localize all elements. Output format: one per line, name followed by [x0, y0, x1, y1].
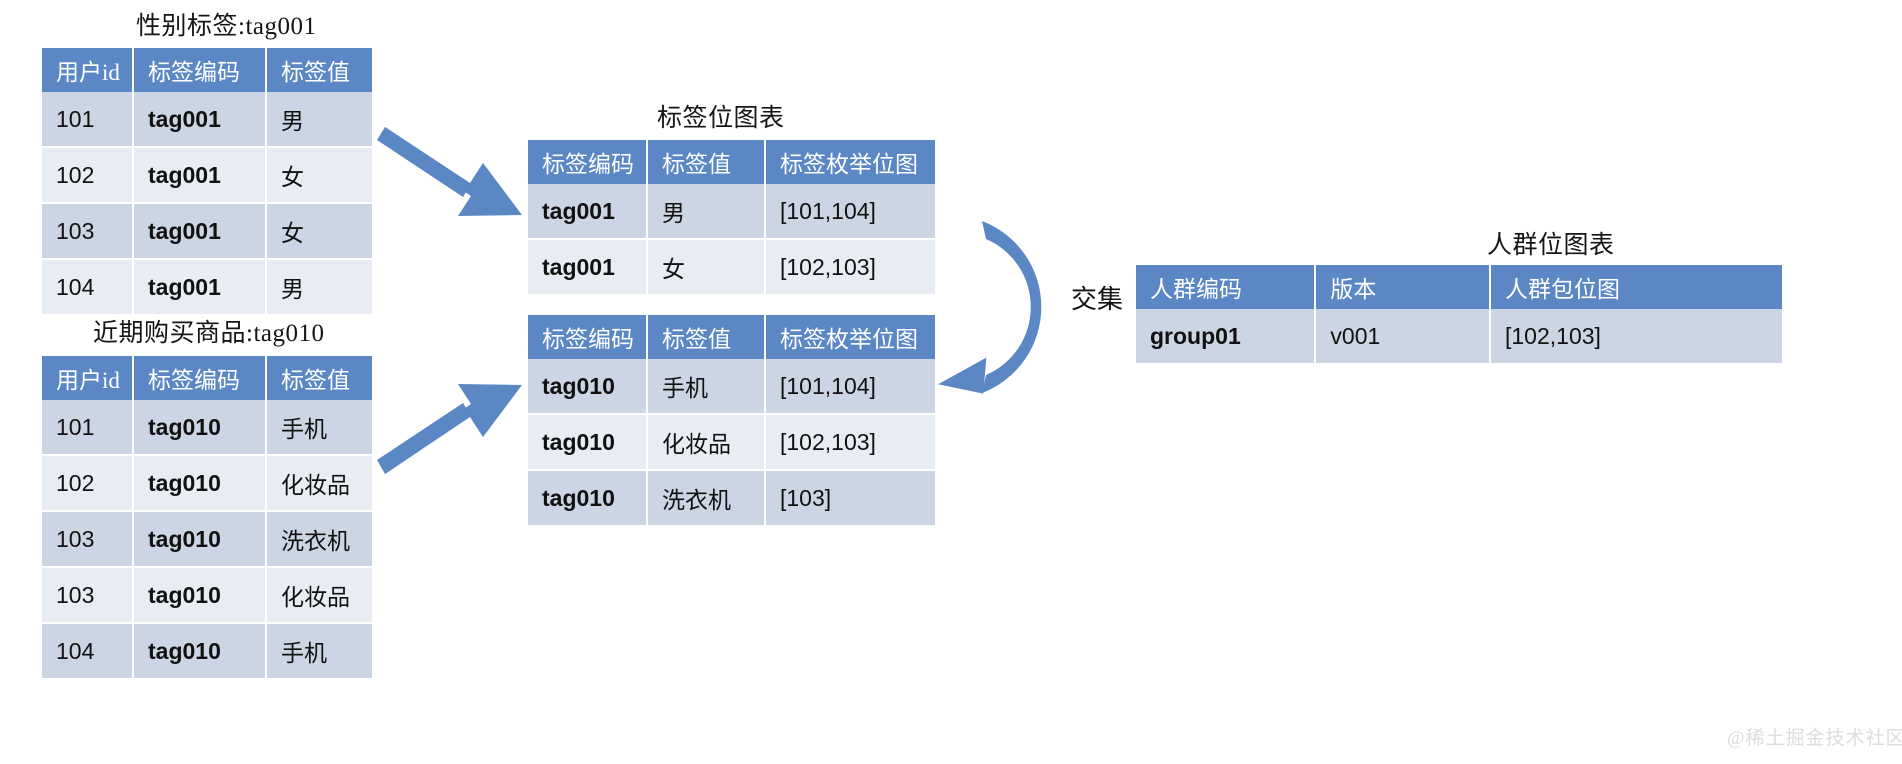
cell-tag-code: tag010 [134, 568, 267, 624]
column-header-tag-code: 标签编码 [134, 48, 267, 92]
table-row: tag001 女 [102,103] [528, 240, 935, 296]
cell-tag-value: 女 [648, 240, 766, 296]
watermark: @稀土掘金技术社区 [1727, 728, 1902, 749]
table-header-row: 用户id 标签编码 标签值 [42, 356, 372, 400]
cell-tag-code: tag010 [528, 415, 648, 471]
purchase-tag-table: 用户id 标签编码 标签值 101 tag010 手机 102 tag010 化… [42, 356, 372, 680]
table-row: 103 tag010 化妆品 [42, 568, 372, 624]
cell-tag-value: 手机 [267, 624, 372, 680]
table-row: 103 tag001 女 [42, 204, 372, 260]
cell-bitmap: [102,103] [766, 240, 935, 296]
column-header-tag-code: 标签编码 [528, 140, 648, 184]
tag-bitmap-table-title: 标签位图表 [657, 105, 785, 132]
cell-tag-code: tag010 [134, 456, 267, 512]
table-row: tag010 洗衣机 [103] [528, 471, 935, 527]
column-header-user-id: 用户id [42, 356, 134, 400]
cell-tag-code: tag010 [528, 359, 648, 415]
cell-user-id: 103 [42, 204, 134, 260]
cell-tag-code: tag010 [134, 512, 267, 568]
cell-bitmap: [102,103] [766, 415, 935, 471]
cell-bitmap: [101,104] [766, 359, 935, 415]
cell-user-id: 102 [42, 456, 134, 512]
cell-user-id: 102 [42, 148, 134, 204]
column-header-tag-code: 标签编码 [528, 315, 648, 359]
table-row: tag010 化妆品 [102,103] [528, 415, 935, 471]
cell-version: v001 [1316, 309, 1491, 365]
column-header-tag-value: 标签值 [267, 48, 372, 92]
tag-bitmap-table-tag010: 标签编码 标签值 标签枚举位图 tag010 手机 [101,104] tag0… [528, 315, 935, 527]
table-header-row: 人群编码 版本 人群包位图 [1136, 265, 1782, 309]
table-row: tag001 男 [101,104] [528, 184, 935, 240]
cell-tag-value: 化妆品 [267, 568, 372, 624]
gender-table-title: 性别标签:tag001 [136, 13, 317, 40]
cell-tag-value: 化妆品 [648, 415, 766, 471]
cell-tag-code: tag001 [528, 240, 648, 296]
column-header-crowd-bitmap: 人群包位图 [1491, 265, 1782, 309]
cell-tag-code: tag001 [134, 148, 267, 204]
cell-bitmap: [103] [766, 471, 935, 527]
cell-tag-code: tag001 [528, 184, 648, 240]
cell-tag-value: 手机 [267, 400, 372, 456]
cell-user-id: 104 [42, 260, 134, 316]
crowd-bitmap-table-title: 人群位图表 [1487, 232, 1615, 259]
tag-bitmap-table-tag001: 标签编码 标签值 标签枚举位图 tag001 男 [101,104] tag00… [528, 140, 935, 296]
cell-tag-code: tag001 [134, 260, 267, 316]
cell-tag-code: tag001 [134, 204, 267, 260]
cell-tag-value: 男 [267, 260, 372, 316]
table-row: 104 tag001 男 [42, 260, 372, 316]
cell-crowd-bitmap: [102,103] [1491, 309, 1782, 365]
table-header-row: 用户id 标签编码 标签值 [42, 48, 372, 92]
crowd-bitmap-table: 人群编码 版本 人群包位图 group01 v001 [102,103] [1136, 265, 1782, 365]
cell-tag-code: tag010 [134, 624, 267, 680]
cell-user-id: 101 [42, 92, 134, 148]
table-row: 103 tag010 洗衣机 [42, 512, 372, 568]
table-header-row: 标签编码 标签值 标签枚举位图 [528, 140, 935, 184]
cell-tag-value: 男 [648, 184, 766, 240]
table-row: tag010 手机 [101,104] [528, 359, 935, 415]
column-header-tag-value: 标签值 [648, 315, 766, 359]
column-header-tag-value: 标签值 [648, 140, 766, 184]
cell-tag-value: 化妆品 [267, 456, 372, 512]
table-row: group01 v001 [102,103] [1136, 309, 1782, 365]
table-row: 101 tag010 手机 [42, 400, 372, 456]
cell-crowd-code: group01 [1136, 309, 1317, 365]
cell-tag-value: 男 [267, 92, 372, 148]
cell-tag-value: 洗衣机 [267, 512, 372, 568]
gender-tag-table: 用户id 标签编码 标签值 101 tag001 男 102 tag001 女 … [42, 48, 372, 316]
purchase-table-title: 近期购买商品:tag010 [93, 320, 325, 347]
cell-tag-value: 洗衣机 [648, 471, 766, 527]
column-header-tag-enum-bitmap: 标签枚举位图 [766, 140, 935, 184]
table-row: 102 tag010 化妆品 [42, 456, 372, 512]
cell-tag-code: tag010 [134, 400, 267, 456]
cell-user-id: 104 [42, 624, 134, 680]
cell-user-id: 101 [42, 400, 134, 456]
intersection-label: 交集 [1071, 285, 1124, 314]
column-header-tag-code: 标签编码 [134, 356, 267, 400]
cell-tag-value: 女 [267, 204, 372, 260]
column-header-tag-enum-bitmap: 标签枚举位图 [766, 315, 935, 359]
cell-user-id: 103 [42, 512, 134, 568]
table-row: 104 tag010 手机 [42, 624, 372, 680]
column-header-tag-value: 标签值 [267, 356, 372, 400]
cell-tag-value: 女 [267, 148, 372, 204]
column-header-version: 版本 [1316, 265, 1491, 309]
table-header-row: 标签编码 标签值 标签枚举位图 [528, 315, 935, 359]
cell-user-id: 103 [42, 568, 134, 624]
cell-tag-code: tag010 [528, 471, 648, 527]
table-row: 102 tag001 女 [42, 148, 372, 204]
cell-tag-code: tag001 [134, 92, 267, 148]
column-header-crowd-code: 人群编码 [1136, 265, 1317, 309]
cell-tag-value: 手机 [648, 359, 766, 415]
cell-bitmap: [101,104] [766, 184, 935, 240]
column-header-user-id: 用户id [42, 48, 134, 92]
table-row: 101 tag001 男 [42, 92, 372, 148]
